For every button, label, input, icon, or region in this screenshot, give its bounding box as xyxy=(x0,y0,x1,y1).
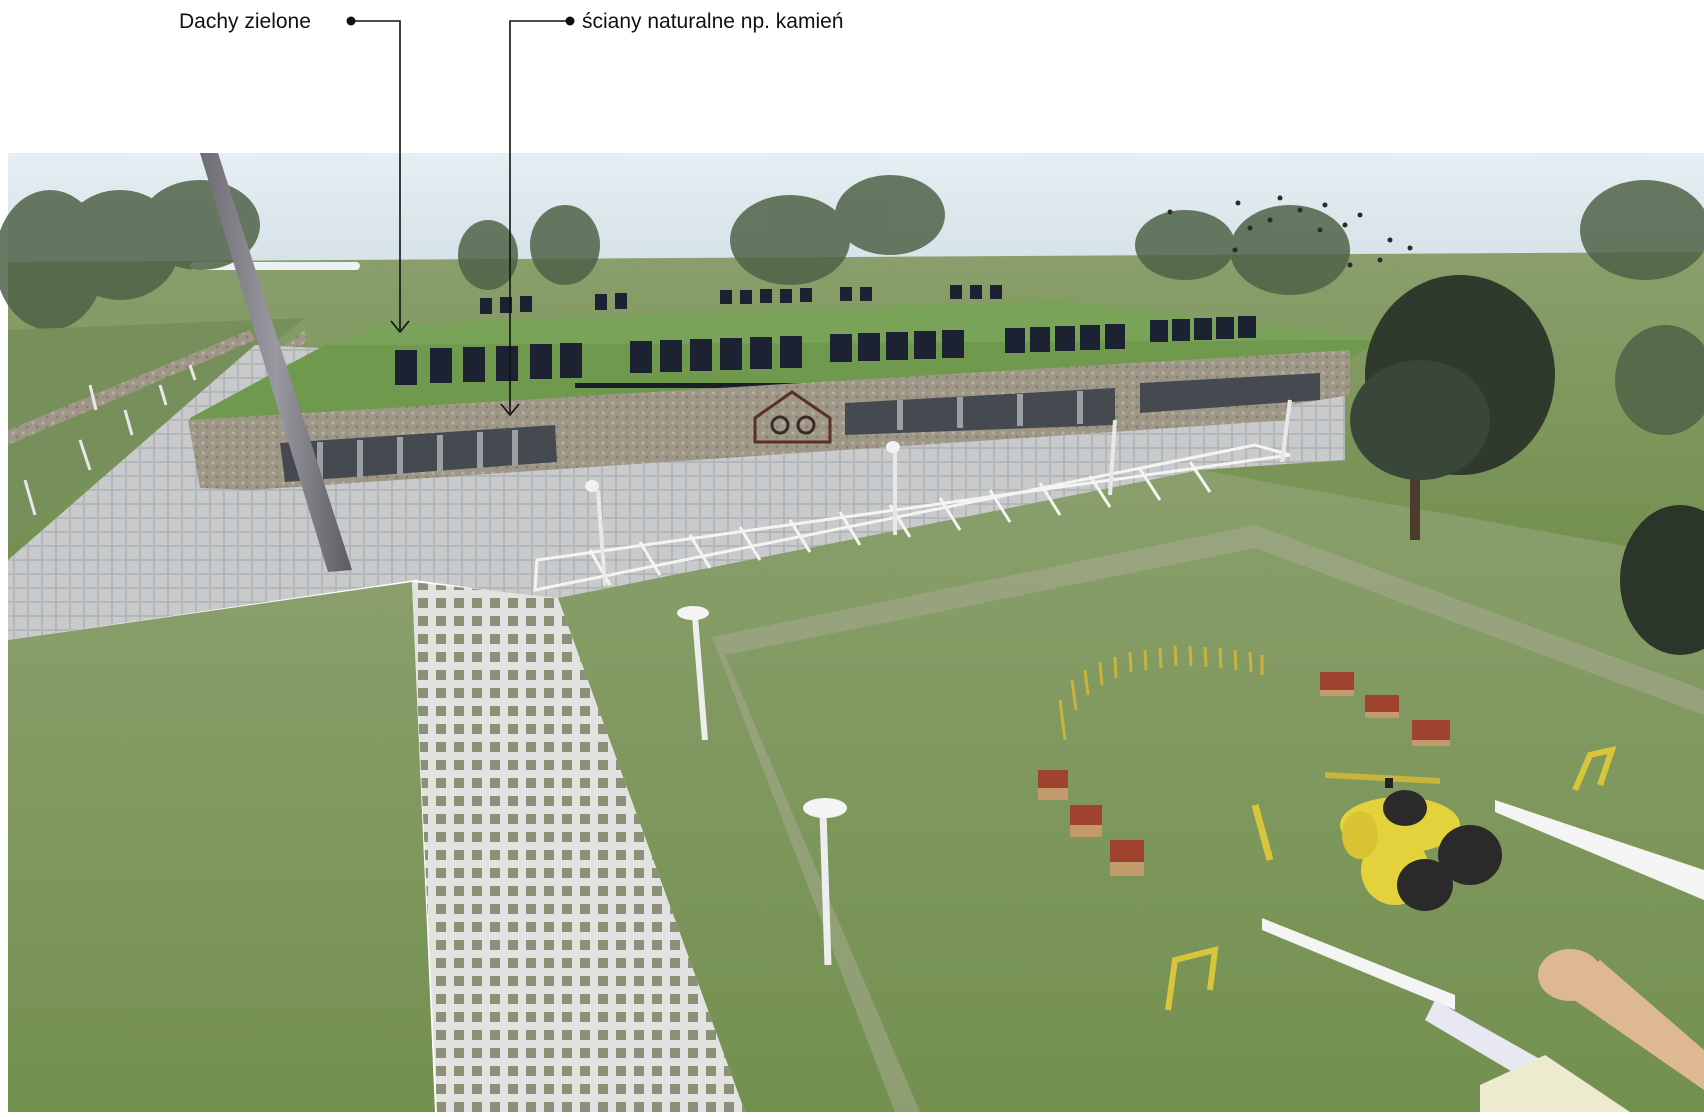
dog-walk-ramps xyxy=(1262,800,1704,1112)
roof-vent-bar xyxy=(575,383,815,388)
weave-poles xyxy=(1058,645,1264,741)
front-left-lawn xyxy=(8,582,435,1112)
annotation-natural-walls: ściany naturalne np. kamień xyxy=(582,10,844,33)
street-lamps xyxy=(585,399,1292,966)
eco-grid-path xyxy=(412,582,745,1112)
tree-right-edge xyxy=(1620,505,1704,655)
pause-boxes xyxy=(1038,672,1450,876)
tree-right-front xyxy=(1350,275,1555,540)
distant-train xyxy=(190,262,360,270)
callout-roofs-leader xyxy=(346,16,410,334)
window-mullions xyxy=(317,391,1083,480)
arrow-down-icon xyxy=(500,403,520,417)
solar-panels xyxy=(395,285,1256,385)
tall-pole xyxy=(200,153,352,572)
glazed-openings xyxy=(280,373,1320,482)
callout-walls-leader xyxy=(500,16,575,417)
hurdle-bar xyxy=(1251,804,1274,861)
seesaw xyxy=(1325,772,1440,788)
arrow-down-icon xyxy=(390,320,410,334)
parking-stripes xyxy=(533,443,1291,592)
birds-flock xyxy=(1167,195,1413,268)
left-stone-wall-lower xyxy=(8,330,255,445)
tyre-bars xyxy=(1165,745,1617,1011)
annotation-green-roofs: Dachy zielone xyxy=(179,10,311,33)
agility-tunnel xyxy=(1340,790,1502,911)
wooden-club xyxy=(1538,949,1704,1090)
building-logo-icon xyxy=(753,390,832,444)
embankment-lamps xyxy=(23,364,197,516)
bottom-margin xyxy=(0,1112,1704,1117)
